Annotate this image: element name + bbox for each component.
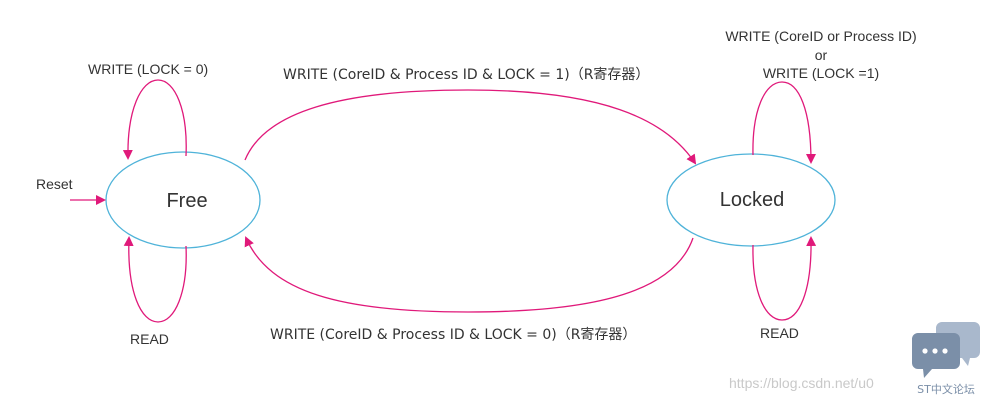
locked-self-loop-bottom-label: READ <box>760 325 799 341</box>
free-self-loop-top-label: WRITE (LOCK = 0) <box>88 61 208 77</box>
locked-self-loop-top-label-1: WRITE (CoreID or Process ID) <box>725 28 916 44</box>
locked-self-loop-top <box>752 81 816 164</box>
free-self-loop-bottom <box>123 236 187 323</box>
locked-self-loop-bottom <box>752 236 817 321</box>
edge-locked-to-free-label: WRITE (CoreID & Process ID & LOCK = 0)（R… <box>270 326 636 343</box>
reset-label: Reset <box>36 176 73 192</box>
watermark-url: https://blog.csdn.net/u0 <box>729 375 874 391</box>
edge-free-to-locked-label: WRITE (CoreID & Process ID & LOCK = 1)（R… <box>283 66 649 83</box>
free-self-loop-top <box>122 79 187 160</box>
edge-free-to-locked <box>244 89 697 165</box>
speech-bubble-icon <box>912 322 980 378</box>
locked-self-loop-top-label-2: or <box>815 47 828 63</box>
state-locked <box>666 153 836 247</box>
state-free-label: Free <box>166 190 207 212</box>
watermark-logo-caption: ST中文论坛 <box>917 382 975 396</box>
state-locked-label: Locked <box>720 189 785 211</box>
edge-locked-to-free <box>244 236 694 313</box>
locked-self-loop-top-label-3: WRITE (LOCK =1) <box>763 65 879 81</box>
state-free <box>105 151 261 249</box>
free-self-loop-bottom-label: READ <box>130 331 169 347</box>
watermark: https://blog.csdn.net/u0 ST中文论坛 <box>729 322 980 396</box>
